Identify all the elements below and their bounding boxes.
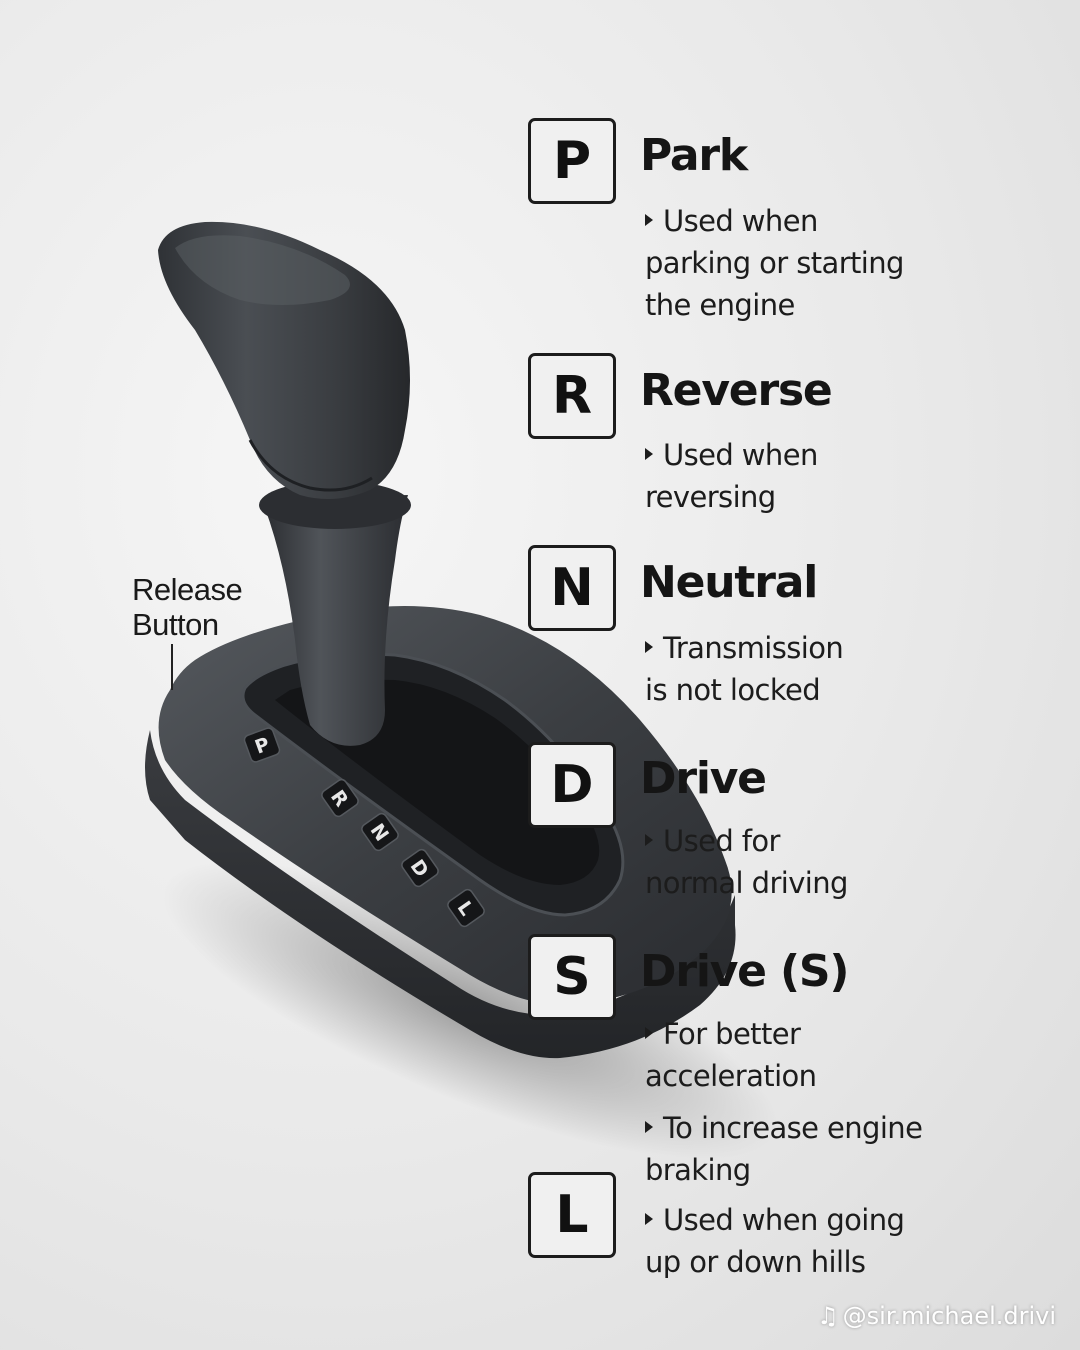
watermark: ♫ @sir.michael.drivi [817,1302,1056,1330]
gate-letter-p: P [243,727,281,763]
gear-desc-low: Used when going up or down hills [645,1203,905,1279]
knob-grip-seam [248,439,373,492]
release-button-callout-line [171,644,173,690]
gate-letter-l: L [447,888,485,928]
gear-desc-drive-s: For better acceleration To increase engi… [645,1017,923,1187]
bullet-triangle-icon [645,214,653,226]
gear-box-l: L [528,1172,616,1258]
gear-desc-reverse: Used when reversing [645,438,818,514]
gear-box-n: N [528,545,616,631]
tiktok-icon: ♫ [817,1302,839,1330]
release-button-label: Release Button [132,572,243,642]
bullet-triangle-icon [645,834,653,846]
bullet-triangle-icon [645,641,653,653]
bullet-triangle-icon [645,1213,653,1225]
knob-highlight [175,235,350,305]
gate-letter-r: R [321,778,359,818]
gear-desc-drive: Used for normal driving [645,824,848,900]
gate-letter-n: N [361,812,399,852]
console-base-side [145,730,736,1059]
bullet-triangle-icon [645,448,653,460]
gate-letter-d: D [401,848,439,888]
gear-name-drive: Drive [640,753,767,804]
gear-name-park: Park [640,130,748,181]
bullet-triangle-icon [645,1027,653,1039]
bullet-triangle-icon [645,1121,653,1133]
gear-name-drive-s: Drive (S) [640,946,849,997]
gear-desc-park: Used when parking or starting the engine [645,204,904,322]
gear-box-s: S [528,934,616,1020]
gear-box-r: R [528,353,616,439]
gear-desc-neutral: Transmission is not locked [645,631,844,707]
gear-box-d: D [528,742,616,828]
shift-lever-stem [262,495,408,746]
gear-name-reverse: Reverse [640,365,833,416]
gear-box-p: P [528,118,616,204]
gear-name-neutral: Neutral [640,557,818,608]
